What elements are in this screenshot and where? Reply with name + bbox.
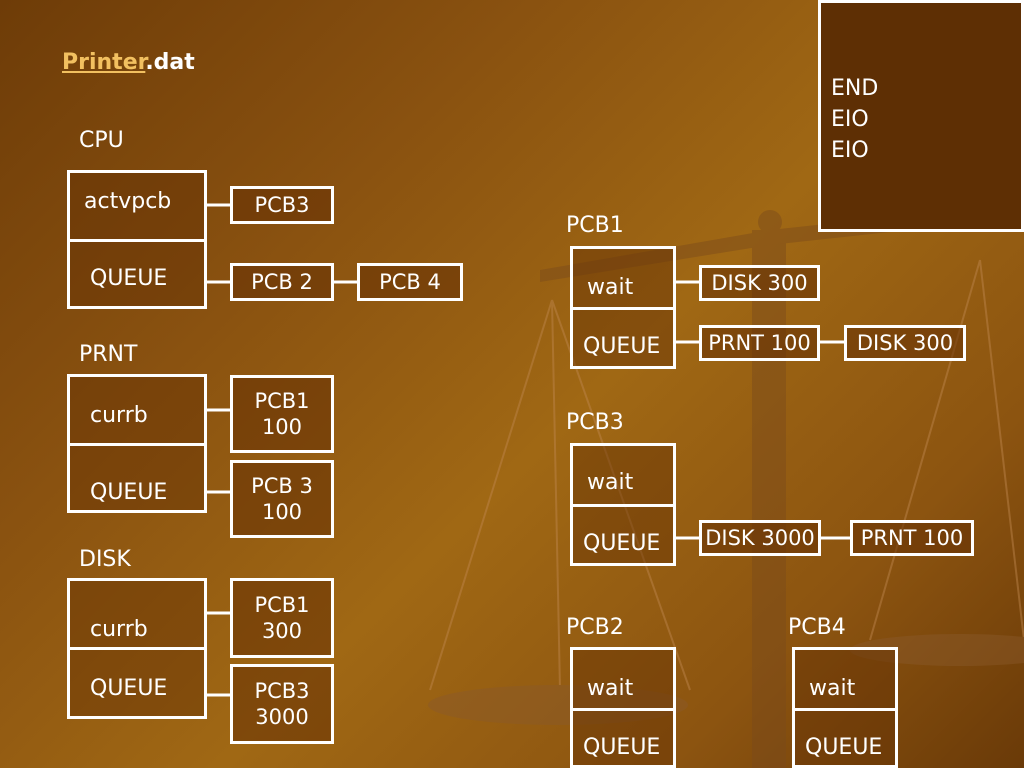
file-title: Printer.dat <box>62 50 195 75</box>
pcb3-wait-field: wait <box>570 443 676 507</box>
pcb4-wait-field: wait <box>792 647 898 711</box>
pcb1-wait-field: wait <box>570 246 676 310</box>
prnt-currb-field: currb <box>67 374 207 446</box>
pcb3-queue-field: QUEUE <box>570 504 676 566</box>
printer-link[interactable]: Printer <box>62 50 146 75</box>
instruction-line: EIO <box>831 138 869 163</box>
disk-current-pcb: PCB1 300 <box>230 578 334 658</box>
end-instructions-panel: END EIO EIO <box>818 0 1024 232</box>
pcb1-queue-field: QUEUE <box>570 307 676 369</box>
disk-queue-field: QUEUE <box>67 647 207 719</box>
pcb4-queue-field: QUEUE <box>792 708 898 768</box>
pcb1-queue-item: DISK 300 <box>844 325 966 361</box>
cpu-queue-field: QUEUE <box>67 239 207 309</box>
cpu-queue-item: PCB 4 <box>357 263 463 301</box>
prnt-queue-item: PCB 3 100 <box>230 460 334 538</box>
pcb3-queue-item: PRNT 100 <box>850 520 974 556</box>
disk-queue-item: PCB3 3000 <box>230 664 334 744</box>
file-extension: .dat <box>145 50 195 75</box>
pcb1-wait-item: DISK 300 <box>699 265 820 301</box>
pcb1-queue-item: PRNT 100 <box>699 325 820 361</box>
cpu-queue-item: PCB 2 <box>230 263 334 301</box>
cpu-active-pcb: PCB3 <box>230 186 334 224</box>
cpu-actvpcb-field: actvpcb <box>67 170 207 242</box>
prnt-label: PRNT <box>79 342 138 367</box>
pcb2-queue-field: QUEUE <box>570 708 676 768</box>
cpu-label: CPU <box>79 128 124 153</box>
instruction-line: EIO <box>831 107 869 132</box>
pcb3-queue-item: DISK 3000 <box>699 520 821 556</box>
instruction-line: END <box>831 76 879 101</box>
disk-currb-field: currb <box>67 578 207 650</box>
pcb2-wait-field: wait <box>570 647 676 711</box>
pcb3-label: PCB3 <box>566 410 624 435</box>
pcb1-label: PCB1 <box>566 213 624 238</box>
pcb4-label: PCB4 <box>788 615 846 640</box>
disk-label: DISK <box>79 547 131 572</box>
pcb2-label: PCB2 <box>566 615 624 640</box>
prnt-queue-field: QUEUE <box>67 443 207 513</box>
prnt-current-pcb: PCB1 100 <box>230 375 334 453</box>
